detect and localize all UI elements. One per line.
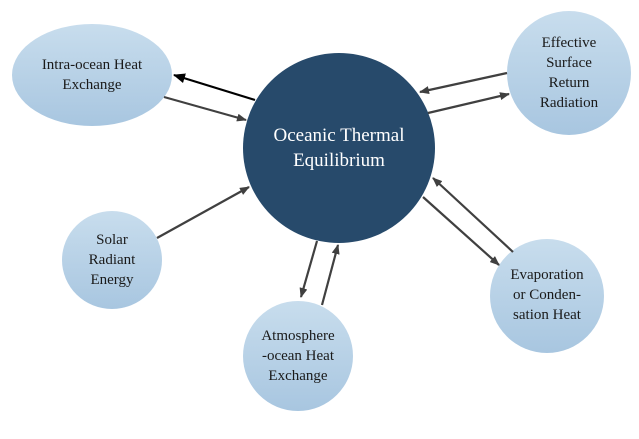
- intra-line2: Exchange: [62, 77, 122, 93]
- arrow-atmosphere-to-center: [320, 244, 340, 306]
- center-label: Oceanic Thermal Equilibrium: [243, 110, 435, 186]
- node-atmosphere: [243, 301, 353, 411]
- effective-line1: Effective: [541, 35, 597, 51]
- center-node: [243, 53, 435, 243]
- center-label-line1: Oceanic Thermal: [273, 125, 405, 146]
- arrow-intra-to-center: [163, 95, 247, 122]
- effective-line3: Return: [548, 75, 590, 91]
- evaporation-line2: or Conden-: [513, 287, 581, 303]
- solar-line1: Solar: [96, 232, 128, 248]
- arrow-evaporation-to-center: [432, 177, 514, 253]
- center-label-line2: Equilibrium: [293, 150, 385, 171]
- atmosphere-label: Atmosphere -ocean Heat Exchange: [243, 325, 353, 387]
- effective-label: Effective Surface Return Radiation: [507, 32, 631, 114]
- intra-label: Intra-ocean Heat Exchange: [12, 50, 172, 100]
- atmosphere-line3: Exchange: [268, 368, 328, 384]
- evaporation-line1: Evaporation: [510, 267, 584, 283]
- arrow-center-to-intra: [173, 73, 256, 102]
- evaporation-line3: sation Heat: [513, 307, 581, 323]
- node-evaporation: [490, 239, 604, 353]
- effective-line2: Surface: [546, 55, 592, 71]
- effective-line4: Radiation: [539, 95, 599, 111]
- solar-label: Solar Radiant Energy: [62, 229, 162, 291]
- solar-line2: Radiant: [88, 252, 136, 268]
- evaporation-label: Evaporation or Conden- sation Heat: [490, 264, 604, 326]
- intra-line1: Intra-ocean Heat: [41, 57, 143, 73]
- arrow-solar-to-center: [156, 186, 250, 239]
- solar-line3: Energy: [90, 272, 134, 288]
- node-intra-ocean: [12, 24, 172, 126]
- arrow-effective-to-center: [419, 71, 508, 94]
- arrow-center-to-effective: [427, 92, 510, 115]
- node-effective-radiation: [507, 11, 631, 135]
- node-solar: [62, 211, 162, 309]
- atmosphere-line1: Atmosphere: [261, 328, 335, 344]
- arrow-center-to-atmosphere: [299, 240, 319, 298]
- atmosphere-line2: -ocean Heat: [261, 348, 335, 364]
- arrow-center-to-evaporation: [422, 196, 500, 266]
